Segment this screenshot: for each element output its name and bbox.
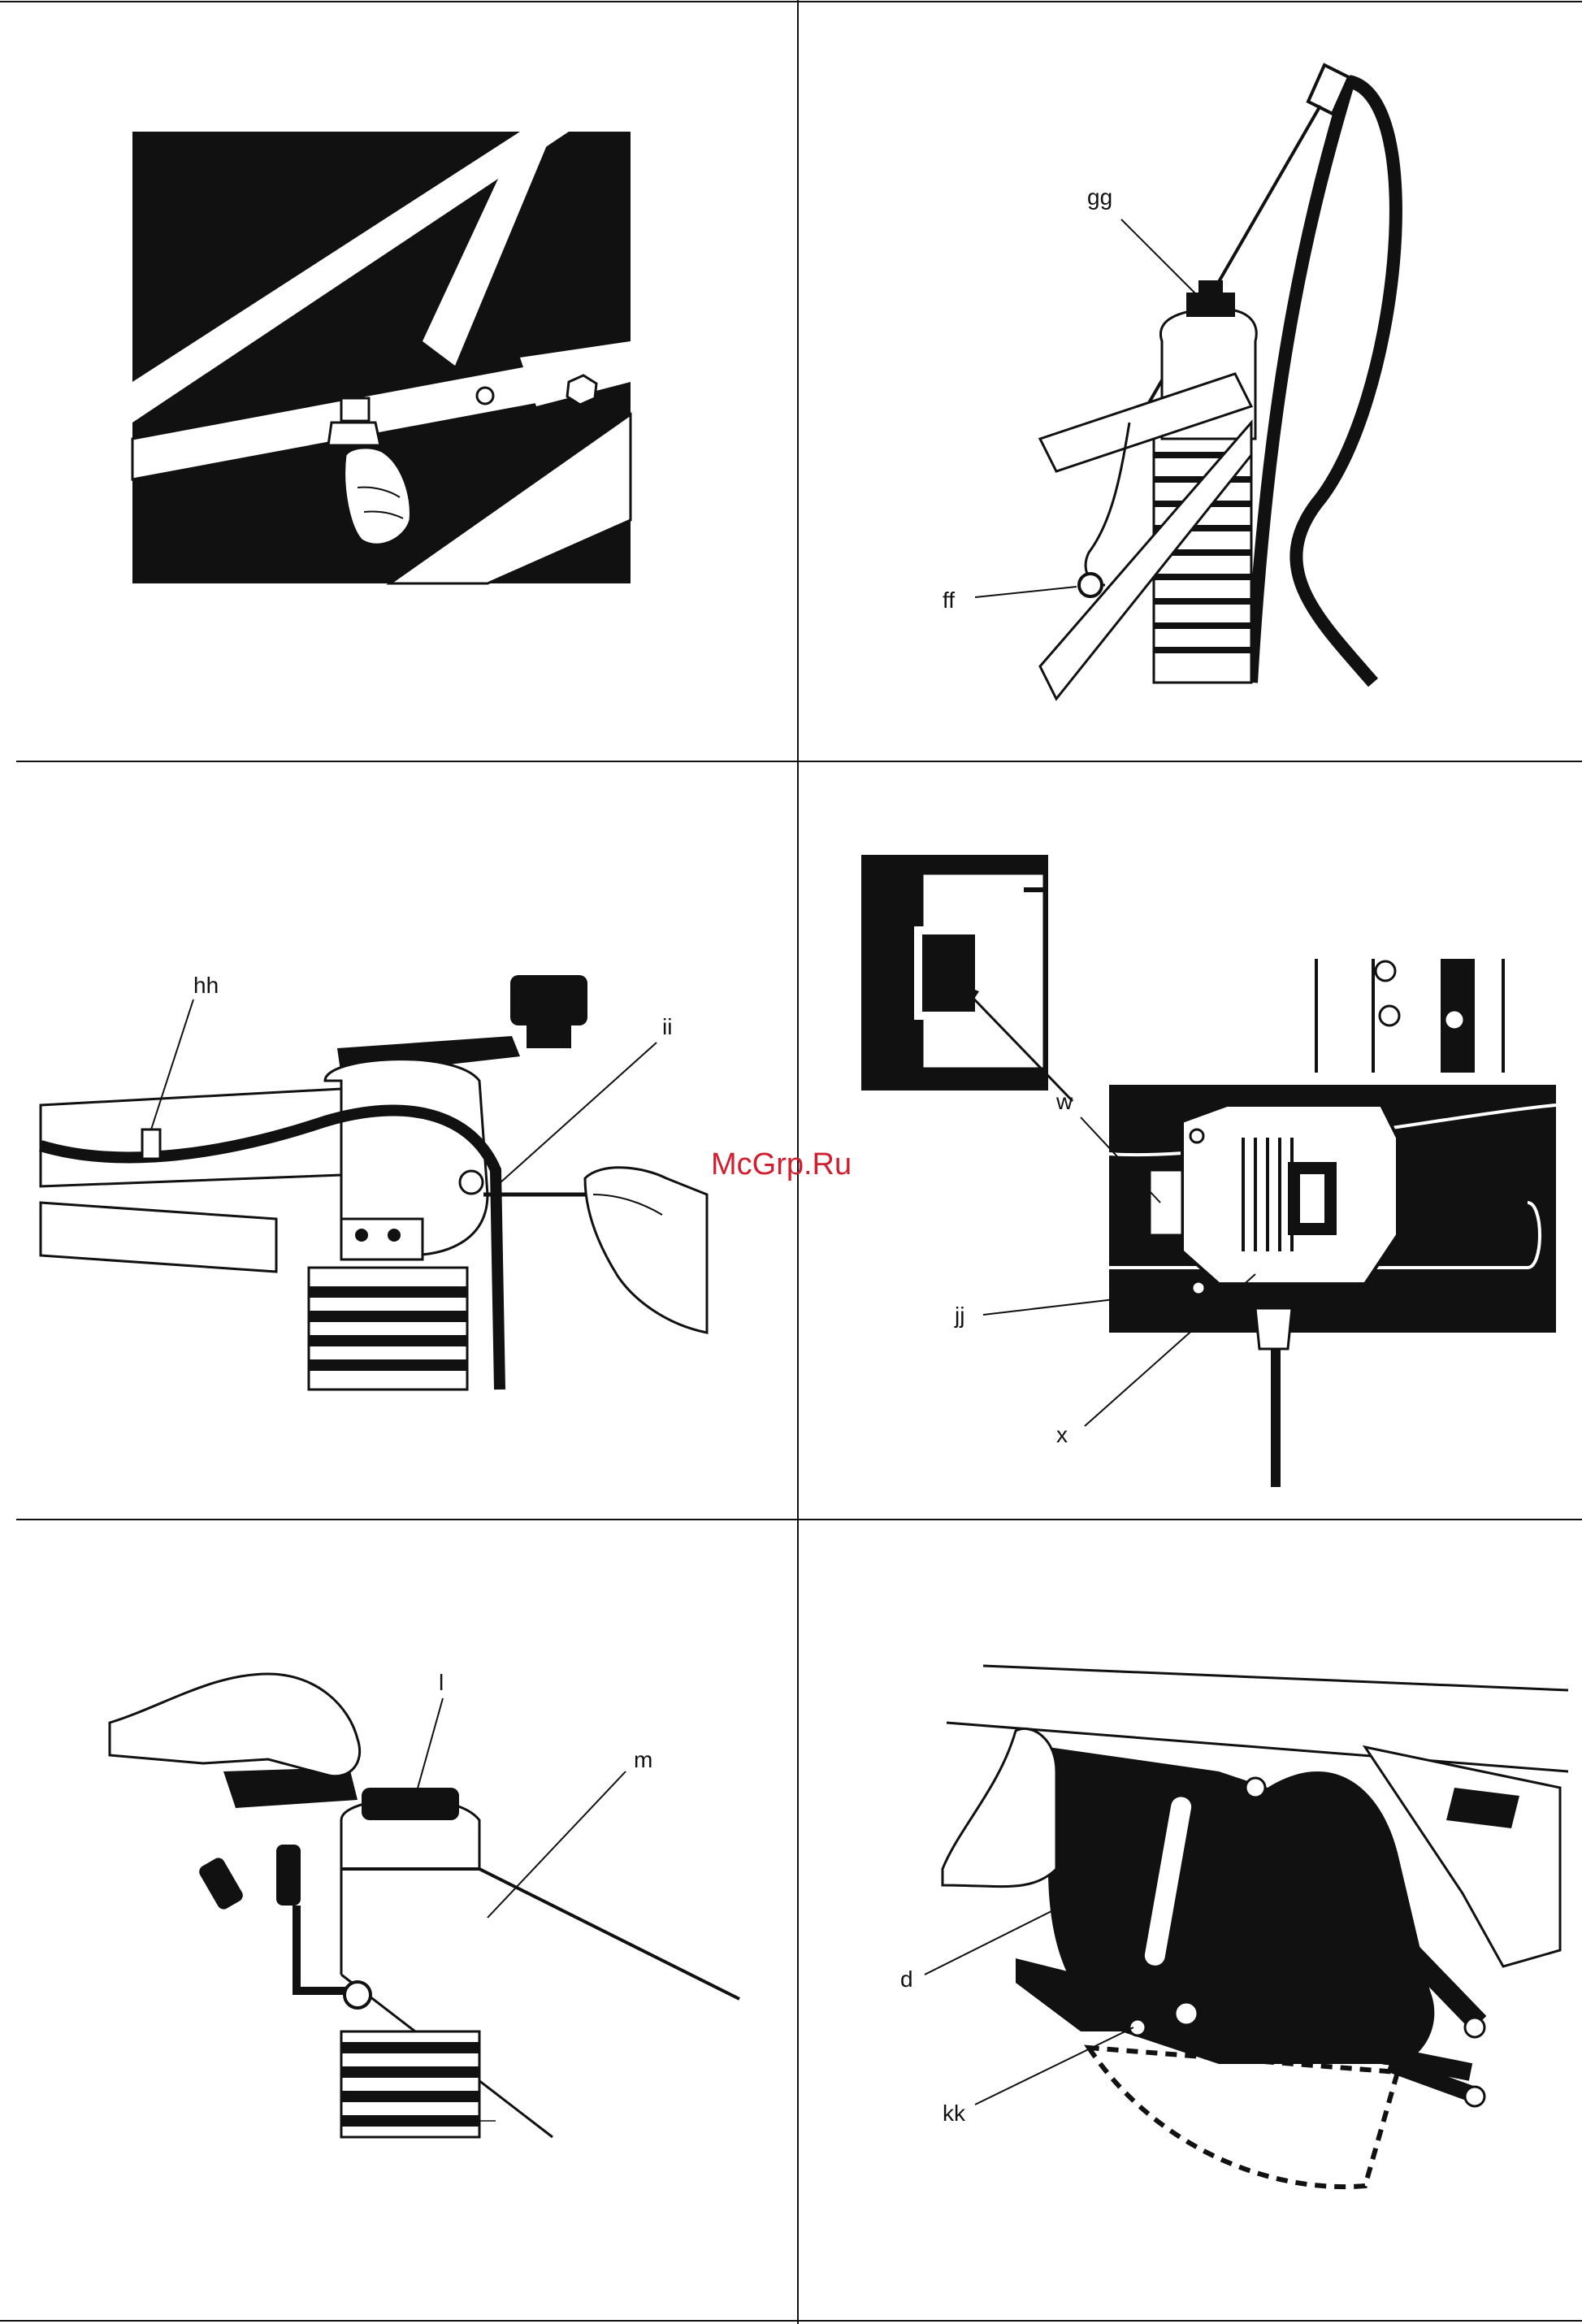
hand-icon <box>943 1728 1056 1886</box>
saw-blade-icon <box>1089 2048 1398 2187</box>
bellows-icon <box>309 1268 467 1390</box>
label-gg: gg <box>1087 184 1112 210</box>
label-l: l <box>439 1670 444 1695</box>
cable-icon <box>1251 81 1396 683</box>
watermark: McGrp.Ru <box>711 1147 852 1182</box>
lever-icon <box>197 1845 358 1991</box>
hand-icon <box>110 1674 360 1776</box>
switch-box-icon <box>1182 1105 1398 1294</box>
panel-1-illustration <box>132 132 631 583</box>
panel-6-illustration: d kk <box>900 1666 1568 2187</box>
label-jj: jj <box>954 1303 964 1328</box>
label-ii: ii <box>662 1014 672 1039</box>
label-d: d <box>900 1966 913 1992</box>
inset-detail <box>861 855 1048 1090</box>
label-x: x <box>1056 1422 1068 1447</box>
panel-3-illustration: hh ii <box>41 973 707 1390</box>
hex-nut-icon <box>567 375 596 405</box>
panel-4-illustration: w jj x <box>861 855 1556 1487</box>
hand-icon <box>585 1168 707 1333</box>
label-w: w <box>1055 1089 1073 1114</box>
panel-5-illustration: l m <box>110 1670 739 2137</box>
label-hh: hh <box>193 973 219 998</box>
label-ff: ff <box>943 588 955 613</box>
label-kk: kk <box>943 2101 966 2126</box>
panel-2-illustration: gg ff <box>943 65 1396 699</box>
label-m: m <box>634 1747 652 1772</box>
